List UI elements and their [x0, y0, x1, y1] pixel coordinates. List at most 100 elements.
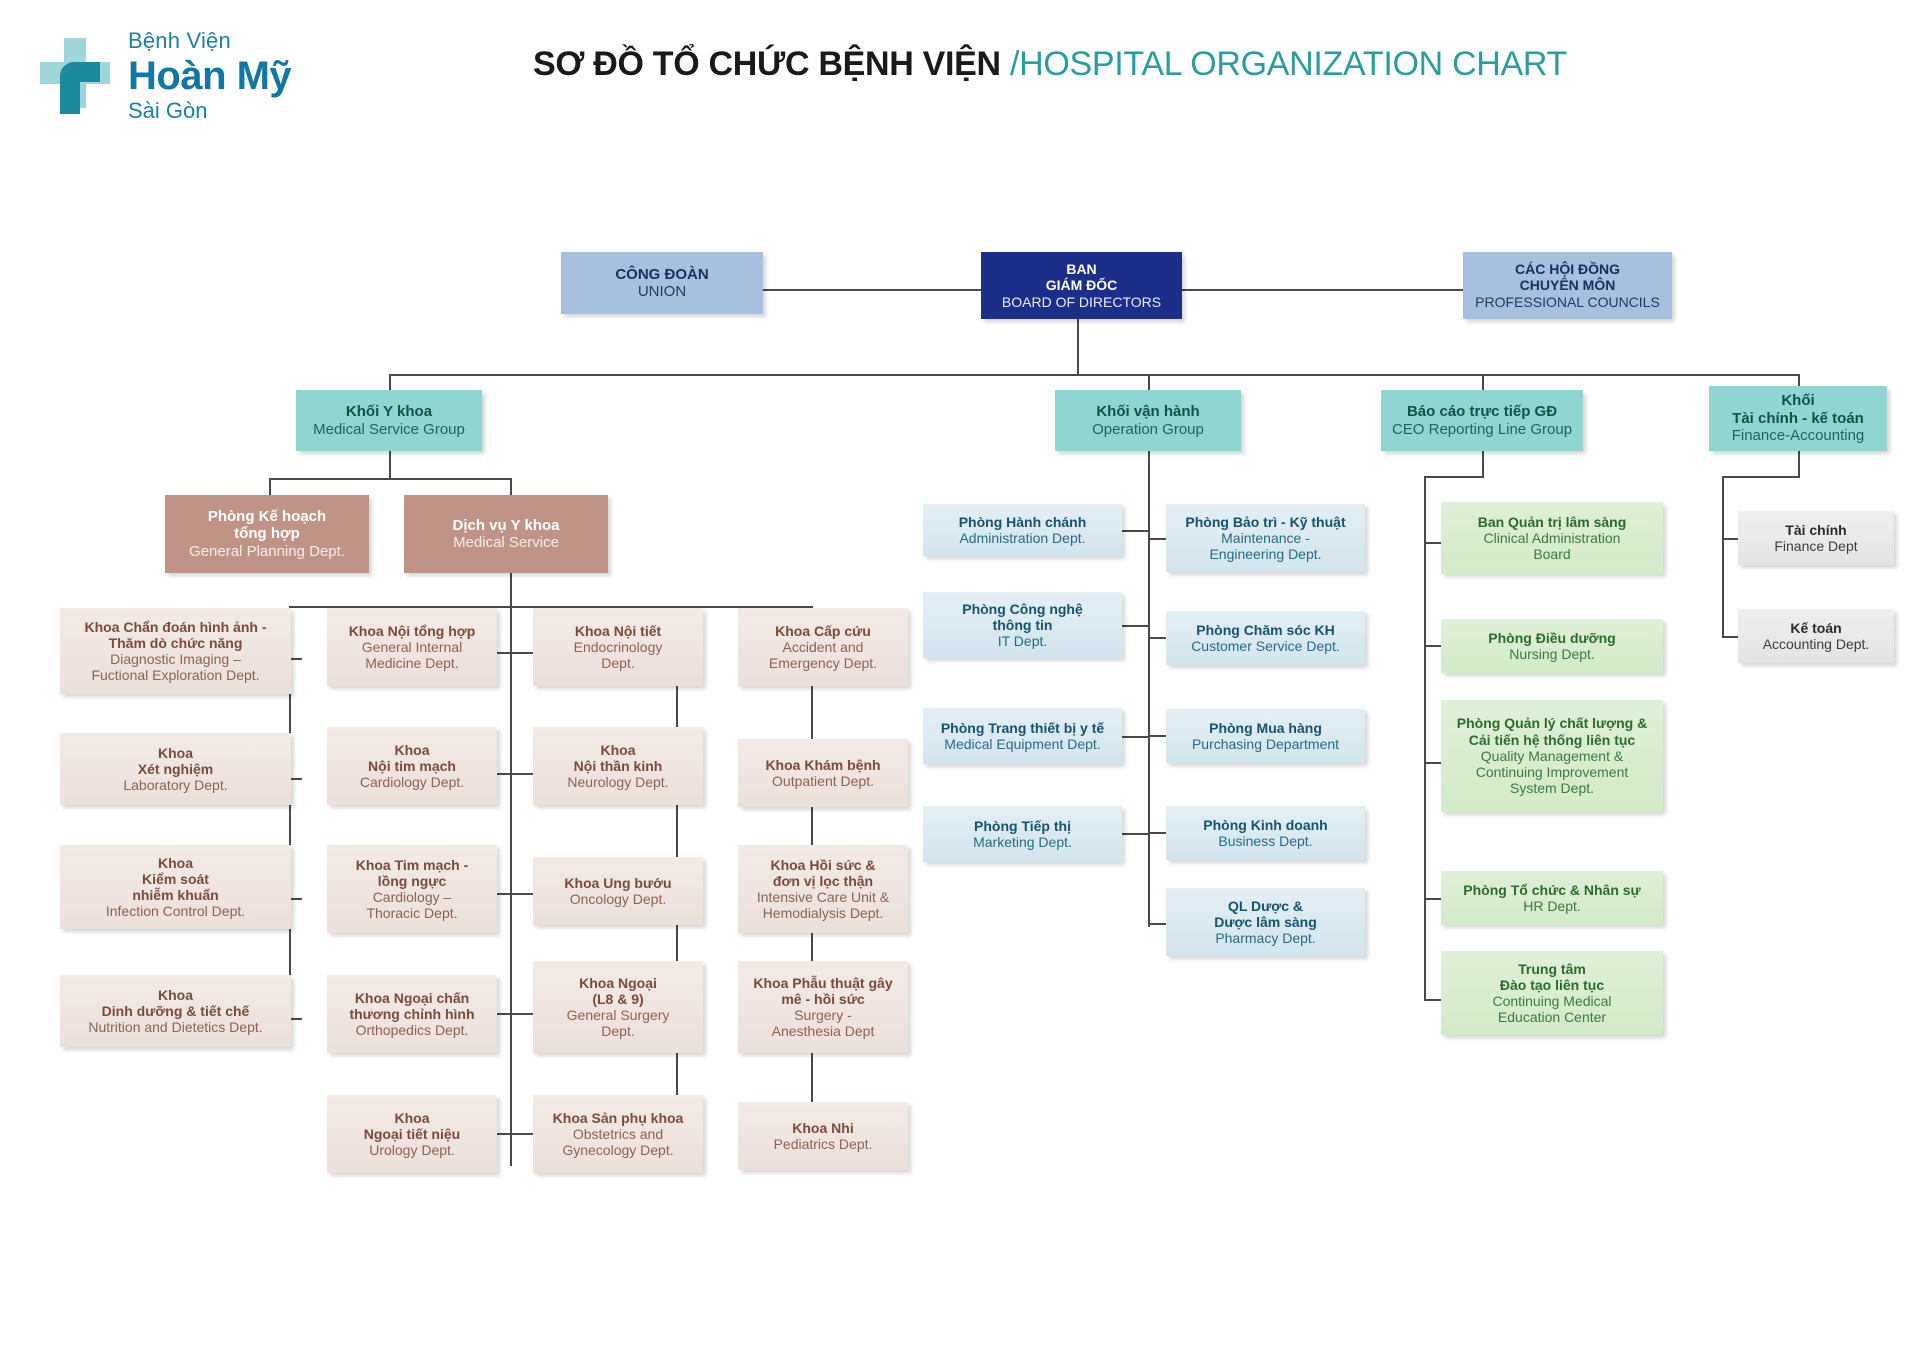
ac3-en0: Surgery -: [794, 1007, 852, 1023]
logo-line-1: Bệnh Viện: [128, 28, 231, 53]
node-infection-control[interactable]: Khoa Kiểm soát nhiễm khuẩn Infection Con…: [60, 845, 291, 929]
node-board-vn1: BAN: [1066, 261, 1097, 278]
stub-ceo-3: [1424, 762, 1444, 764]
node-urology[interactable]: Khoa Ngoại tiết niệu Urology Dept.: [327, 1095, 497, 1173]
connector-medical-down: [389, 451, 391, 479]
int4-vn0: Khoa: [394, 1109, 430, 1126]
ceo2-vn1: Cải tiến hệ thống liên tục: [1468, 731, 1636, 748]
node-accident-emergency[interactable]: Khoa Cấp cứu Accident and Emergency Dept…: [738, 608, 908, 686]
node-outpatient[interactable]: Khoa Khám bệnh Outpatient Dept.: [738, 739, 908, 807]
node-business[interactable]: Phòng Kinh doanh Business Dept.: [1166, 806, 1365, 860]
int2-vn1: lồng ngực: [377, 872, 447, 889]
node-finance-dept[interactable]: Tài chính Finance Dept: [1738, 511, 1894, 565]
medical-cross-icon: [40, 38, 110, 114]
spec3-vn0: Khoa Ngoại: [579, 974, 657, 991]
node-union[interactable]: CÔNG ĐOÀN UNION: [561, 252, 763, 314]
node-nutrition-dietetics[interactable]: Khoa Dinh dưỡng & tiết chế Nutrition and…: [60, 975, 291, 1047]
group-finance-vn2: Tài chính - kế toán: [1732, 409, 1864, 427]
ceo4-vn1: Đào tạo liên tục: [1499, 976, 1605, 993]
node-quality-management[interactable]: Phòng Quản lý chất lượng & Cải tiến hệ t…: [1441, 700, 1663, 812]
hospital-logo: Bệnh Viện Hoàn Mỹ Sài Gòn: [36, 28, 356, 128]
diag1-vn1: Xét nghiệm: [137, 760, 214, 777]
node-it[interactable]: Phòng Công nghệ thông tin IT Dept.: [923, 592, 1122, 658]
node-administration[interactable]: Phòng Hành chánh Administration Dept.: [923, 504, 1122, 556]
opr0-en0: Maintenance -: [1221, 529, 1310, 546]
node-icu-hemodialysis[interactable]: Khoa Hồi sức & đơn vị lọc thận Intensive…: [738, 845, 908, 933]
int4-en0: Urology Dept.: [369, 1142, 455, 1159]
stub-opleft-4: [1122, 833, 1150, 835]
node-general-planning[interactable]: Phòng Kế hoạch tổng hợp General Planning…: [165, 495, 369, 573]
ac3-vn1: mê - hồi sức: [781, 990, 865, 1007]
node-board-vn2: GIÁM ĐỐC: [1045, 277, 1118, 294]
connector-board-councils: [1182, 289, 1463, 291]
node-maintenance-engineering[interactable]: Phòng Bảo trì - Kỹ thuật Maintenance - E…: [1166, 504, 1365, 572]
opl2-vn0: Phòng Trang thiết bị y tế: [940, 719, 1105, 736]
int1-en0: Cardiology Dept.: [359, 774, 465, 791]
ceo3-en0: HR Dept.: [1523, 898, 1581, 914]
connector-drop-finance: [1798, 374, 1800, 390]
opl3-vn0: Phòng Tiếp thị: [974, 817, 1071, 834]
ac3-en1: Anesthesia Dept: [771, 1023, 875, 1040]
spec4-en1: Gynecology Dept.: [562, 1142, 674, 1159]
ac4-vn0: Khoa Nhi: [792, 1119, 854, 1136]
opl1-vn1: thông tin: [992, 616, 1053, 633]
node-medical-service[interactable]: Dịch vụ Y khoa Medical Service: [404, 495, 608, 573]
connector-service-bus: [289, 606, 812, 608]
node-continuing-medical-education[interactable]: Trung tâm Đào tạo liên tục Continuing Me…: [1441, 951, 1663, 1035]
ceo3-vn0: Phòng Tổ chức & Nhân sự: [1463, 881, 1641, 898]
node-hr[interactable]: Phòng Tổ chức & Nhân sự HR Dept.: [1441, 871, 1663, 925]
node-obstetrics-gynecology[interactable]: Khoa Sản phụ khoa Obstetrics and Gynecol…: [533, 1095, 703, 1173]
node-customer-service[interactable]: Phòng Chăm sóc KH Customer Service Dept.: [1166, 611, 1365, 665]
stub-opright-2: [1148, 637, 1168, 639]
node-endocrinology[interactable]: Khoa Nội tiết Endocrinology Dept.: [533, 608, 703, 686]
node-general-surgery[interactable]: Khoa Ngoại (L8 & 9) General Surgery Dept…: [533, 961, 703, 1053]
spine-ceo: [1424, 476, 1426, 1001]
opl1-vn0: Phòng Công nghệ: [962, 600, 1083, 617]
opr4-en0: Pharmacy Dept.: [1215, 930, 1316, 947]
stub-ceo-5: [1424, 999, 1444, 1001]
node-cardiology-thoracic[interactable]: Khoa Tim mạch - lồng ngực Cardiology – T…: [327, 845, 497, 933]
stub-ceo-2: [1424, 645, 1444, 647]
spec0-en0: Endocrinology: [573, 638, 663, 655]
node-board-of-directors[interactable]: BAN GIÁM ĐỐC BOARD OF DIRECTORS: [981, 252, 1182, 319]
spec2-vn0: Khoa Ung bướu: [564, 874, 672, 891]
node-group-operation[interactable]: Khối vận hành Operation Group: [1055, 390, 1241, 451]
node-general-internal-medicine[interactable]: Khoa Nội tổng hợp General Internal Medic…: [327, 608, 497, 686]
diag2-vn0: Khoa: [158, 854, 193, 871]
node-diagnostic-imaging[interactable]: Khoa Chẩn đoán hình ảnh - Thăm dò chức n…: [60, 608, 291, 694]
stub-fin-1: [1722, 538, 1738, 540]
node-surgery-anesthesia[interactable]: Khoa Phẫu thuật gây mê - hồi sức Surgery…: [738, 961, 908, 1053]
node-councils-vn1: CÁC HỘI ĐỒNG: [1515, 261, 1620, 278]
node-group-ceo-reporting[interactable]: Báo cáo trực tiếp GĐ CEO Reporting Line …: [1381, 390, 1583, 451]
node-accounting-dept[interactable]: Kế toán Accounting Dept.: [1738, 609, 1894, 663]
node-pediatrics[interactable]: Khoa Nhi Pediatrics Dept.: [738, 1102, 908, 1170]
node-purchasing[interactable]: Phòng Mua hàng Purchasing Department: [1166, 709, 1365, 763]
int2-vn0: Khoa Tim mạch -: [355, 856, 469, 873]
node-orthopedics[interactable]: Khoa Ngoại chấn thương chỉnh hình Orthop…: [327, 975, 497, 1053]
stub-col1-4: [289, 1018, 302, 1020]
node-pharmacy[interactable]: QL Dược & Dược lâm sàng Pharmacy Dept.: [1166, 888, 1365, 956]
fin1-vn0: Kế toán: [1790, 619, 1842, 636]
diag3-vn1: Dinh dưỡng & tiết chế: [101, 1002, 250, 1019]
node-marketing[interactable]: Phòng Tiếp thị Marketing Dept.: [923, 806, 1122, 862]
spec2-en0: Oncology Dept.: [569, 891, 667, 907]
stub-col3-2: [510, 773, 534, 775]
node-medical-equipment[interactable]: Phòng Trang thiết bị y tế Medical Equipm…: [923, 708, 1122, 764]
node-cardiology[interactable]: Khoa Nội tim mạch Cardiology Dept.: [327, 727, 497, 805]
stub-opleft-3: [1122, 736, 1150, 738]
node-neurology[interactable]: Khoa Nội thần kinh Neurology Dept.: [533, 727, 703, 805]
node-professional-councils[interactable]: CÁC HỘI ĐỒNG CHUYÊN MÔN PROFESSIONAL COU…: [1463, 252, 1672, 319]
opl1-en0: IT Dept.: [997, 633, 1048, 650]
node-nursing[interactable]: Phòng Điều dưỡng Nursing Dept.: [1441, 619, 1663, 673]
node-oncology[interactable]: Khoa Ung bướu Oncology Dept.: [533, 857, 703, 925]
node-laboratory[interactable]: Khoa Xét nghiệm Laboratory Dept.: [60, 733, 291, 805]
opr4-vn1: Dược lâm sàng: [1214, 913, 1317, 930]
ceo2-vn0: Phòng Quản lý chất lượng &: [1456, 715, 1648, 732]
node-group-medical[interactable]: Khối Y khoa Medical Service Group: [296, 390, 482, 451]
node-clinical-administration-board[interactable]: Ban Quản trị lâm sàng Clinical Administr…: [1441, 502, 1663, 574]
group-medical-vn: Khối Y khoa: [345, 403, 433, 421]
opl0-vn0: Phòng Hành chánh: [958, 513, 1087, 530]
node-group-finance[interactable]: Khối Tài chính - kế toán Finance-Account…: [1709, 386, 1887, 451]
stub-col2-3: [497, 893, 511, 895]
